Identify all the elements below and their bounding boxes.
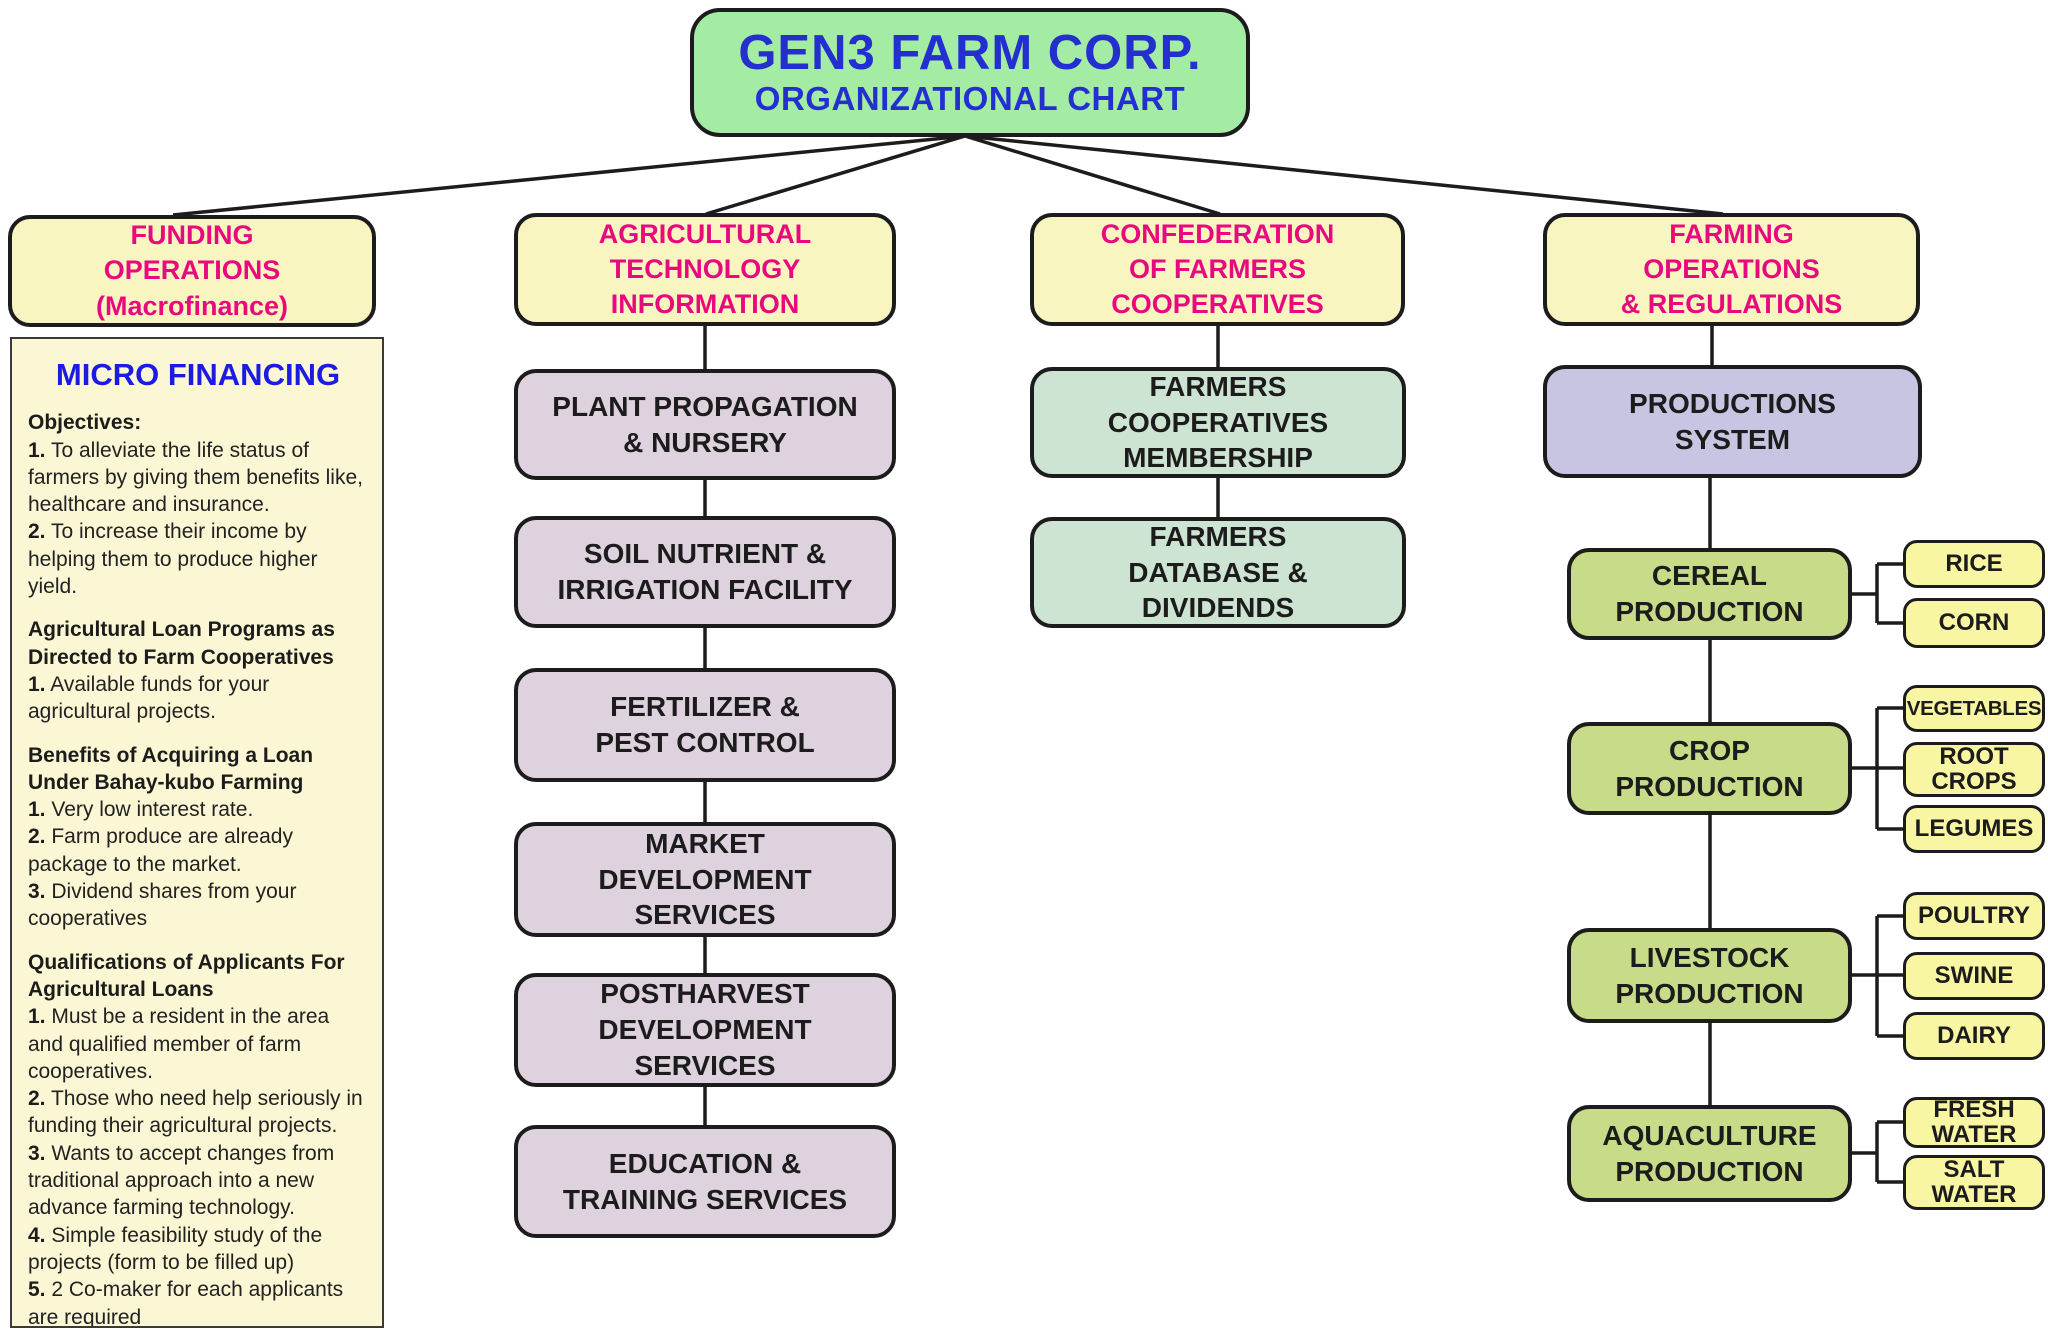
list-item: 5. 2 Co-maker for each applicants are re… [28,1278,344,1328]
micro-section-objectives: Objectives: 1. To alleviate the life sta… [28,409,368,600]
leaf-fresh-water: FRESH WATER [1903,1097,2045,1148]
header-agricultural-technology: AGRICULTURAL TECHNOLOGY INFORMATION [514,213,896,326]
micro-section-benefits: Benefits of Acquiring a Loan Under Bahay… [28,742,368,933]
list-item: 3. Wants to accept changes from traditio… [28,1141,335,1220]
chart-title-box: GEN3 FARM CORP. ORGANIZATIONAL CHART [690,8,1250,137]
list-item: 2. Farm produce are already package to t… [28,825,293,876]
section-heading: Qualifications of Applicants For Agricul… [28,950,345,1001]
company-name: GEN3 FARM CORP. [738,25,1202,80]
node-productions-system: PRODUCTIONS SYSTEM [1543,365,1922,478]
leaf-legumes: LEGUMES [1903,805,2045,853]
leaf-vegetables: VEGETABLES [1903,685,2045,732]
list-item: 2. To increase their income by helping t… [28,520,318,599]
section-heading: Objectives: [28,411,142,435]
micro-financing-panel: MICRO FINANCING Objectives: 1. To allevi… [10,337,384,1328]
leaf-salt-water: SALT WATER [1903,1155,2045,1210]
leaf-poultry: POULTRY [1903,892,2045,940]
micro-section-loan-programs: Agricultural Loan Programs as Directed t… [28,616,368,725]
micro-financing-title: MICRO FINANCING [55,357,341,392]
node-plant-propagation-nursery: PLANT PROPAGATION & NURSERY [514,369,896,480]
leaf-corn: CORN [1903,598,2045,648]
leaf-rice: RICE [1903,540,2045,588]
leaf-dairy: DAIRY [1903,1012,2045,1060]
node-aquaculture-production: AQUACULTURE PRODUCTION [1567,1105,1852,1202]
list-item: 2. Those who need help seriously in fund… [28,1087,363,1138]
node-education-training-services: EDUCATION & TRAINING SERVICES [514,1125,896,1238]
list-item: 1. Must be a resident in the area and qu… [28,1005,330,1083]
micro-section-qualifications: Qualifications of Applicants For Agricul… [28,949,368,1328]
node-farmers-database-dividends: FARMERS DATABASE & DIVIDENDS [1030,517,1406,628]
chart-subtitle: ORGANIZATIONAL CHART [754,80,1186,118]
node-market-development-services: MARKET DEVELOPMENT SERVICES [514,822,896,937]
connector-path [172,134,1903,1184]
list-item: 4. Simple feasibility study of the proje… [28,1223,323,1274]
list-item: 3. Dividend shares from your cooperative… [28,880,297,931]
node-livestock-production: LIVESTOCK PRODUCTION [1567,928,1852,1023]
node-cereal-production: CEREAL PRODUCTION [1567,548,1852,640]
list-item: 1. To alleviate the life status of farme… [28,438,363,517]
list-item: 1. Very low interest rate. [28,798,254,822]
node-fertilizer-pest-control: FERTILIZER & PEST CONTROL [514,668,896,782]
node-crop-production: CROP PRODUCTION [1567,722,1852,815]
section-heading: Benefits of Acquiring a Loan Under Bahay… [28,743,314,794]
header-confederation-cooperatives: CONFEDERATION OF FARMERS COOPERATIVES [1030,213,1405,326]
list-item: 1. Available funds for your agricultural… [28,672,270,724]
section-heading: Agricultural Loan Programs as Directed t… [28,618,335,669]
node-postharvest-development-services: POSTHARVEST DEVELOPMENT SERVICES [514,973,896,1087]
node-soil-nutrient-irrigation: SOIL NUTRIENT & IRRIGATION FACILITY [514,516,896,628]
leaf-swine: SWINE [1903,952,2045,1000]
header-farming-operations: FARMING OPERATIONS & REGULATIONS [1543,213,1920,326]
leaf-root-crops: ROOT CROPS [1903,742,2045,797]
node-farmers-cooperatives-membership: FARMERS COOPERATIVES MEMBERSHIP [1030,367,1406,478]
header-funding-operations: FUNDING OPERATIONS (Macrofinance) [8,215,376,327]
